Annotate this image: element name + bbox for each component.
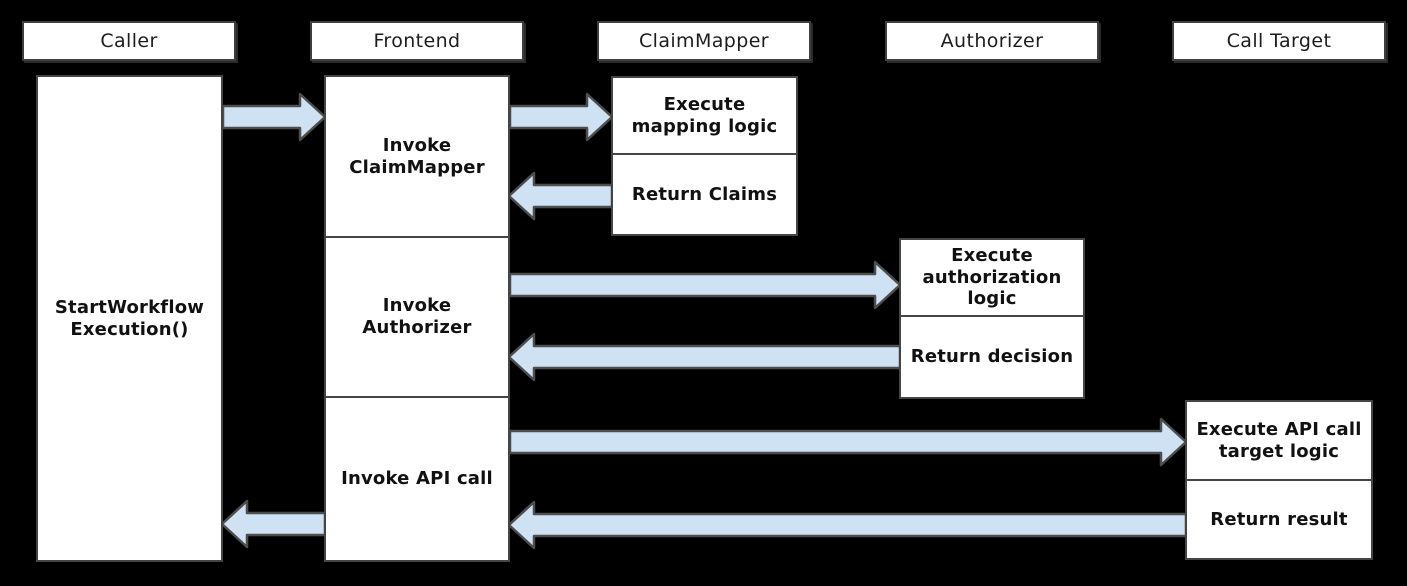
actor-header-caller: Caller <box>22 21 236 61</box>
node-return-result-label: Return result <box>1210 508 1348 530</box>
node-execute-mapping-logic: Execute mapping logic <box>611 76 798 155</box>
arrow-frontend-to-calltarget <box>508 417 1188 467</box>
arrow-frontend-to-caller <box>220 499 327 549</box>
node-invoke-api-call-label: Invoke API call <box>341 468 493 490</box>
node-execute-mapping-logic-label: Execute mapping logic <box>631 93 778 137</box>
arrow-authorizer-to-frontend <box>507 332 902 382</box>
arrow-frontend-to-authorizer <box>508 260 902 310</box>
node-execute-authorization-logic-label: Execute authorization logic <box>922 244 1062 310</box>
node-return-decision-label: Return decision <box>910 346 1074 368</box>
actor-header-calltarget: Call Target <box>1172 21 1386 61</box>
node-startworkflowexecution: StartWorkflow Execution() <box>36 75 223 562</box>
actor-header-authorizer: Authorizer <box>885 21 1099 61</box>
node-return-decision: Return decision <box>899 315 1085 399</box>
node-invoke-authorizer-label: Invoke Authorizer <box>362 295 472 338</box>
arrow-frontend-to-claimmapper <box>508 92 614 142</box>
arrow-claimmapper-to-frontend <box>507 171 614 221</box>
node-return-claims-label: Return Claims <box>631 183 778 205</box>
node-invoke-authorizer: Invoke Authorizer <box>324 236 510 398</box>
node-execute-api-call-target-logic-label: Execute API call target logic <box>1196 418 1362 462</box>
node-execute-api-call-target-logic: Execute API call target logic <box>1185 400 1373 481</box>
node-return-result: Return result <box>1185 479 1373 560</box>
node-invoke-claimmapper-label: Invoke ClaimMapper <box>349 134 485 178</box>
node-invoke-api-call: Invoke API call <box>324 396 510 562</box>
actor-header-frontend: Frontend <box>310 21 524 61</box>
arrow-caller-to-frontend <box>221 92 327 142</box>
node-invoke-claimmapper: Invoke ClaimMapper <box>324 75 510 238</box>
node-startworkflowexecution-label: StartWorkflow Execution() <box>54 296 205 340</box>
actor-header-claimmapper: ClaimMapper <box>597 21 811 61</box>
arrow-calltarget-to-frontend <box>507 500 1188 550</box>
node-execute-authorization-logic: Execute authorization logic <box>899 238 1085 317</box>
node-return-claims: Return Claims <box>611 153 798 236</box>
